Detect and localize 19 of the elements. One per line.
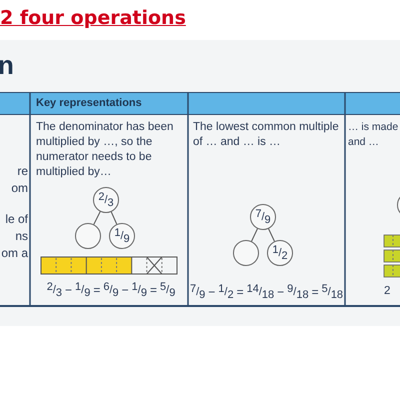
description-text: and … xyxy=(348,135,380,150)
text-fragment: le of xyxy=(4,212,28,226)
description-text: The lowest common multiple of … and … is … xyxy=(193,120,340,150)
text-fragment: ns xyxy=(14,229,28,243)
equation: 7/9 − 1/2 = 14/18 − 9/18 = 5/18 xyxy=(188,282,344,302)
connector-line xyxy=(268,228,275,242)
heading: n xyxy=(0,50,15,80)
column-header: Key representations xyxy=(36,96,143,110)
text-fragment: om xyxy=(10,181,28,195)
connector-line xyxy=(110,211,118,225)
title: 2 four operations xyxy=(0,6,186,30)
text-fragment: re xyxy=(16,164,28,178)
description-text: 2 xyxy=(384,284,392,299)
connector-line xyxy=(93,211,101,225)
connector-line xyxy=(251,228,258,242)
description-text: … is made xyxy=(348,120,400,135)
equation: 2/3 − 1/9 = 6/9 − 1/9 = 5/9 xyxy=(46,280,176,300)
description-text: The denominator has been multiplied by …, so the numerator needs to be multiplied by… xyxy=(36,120,174,180)
text-fragment: om a xyxy=(0,246,28,260)
